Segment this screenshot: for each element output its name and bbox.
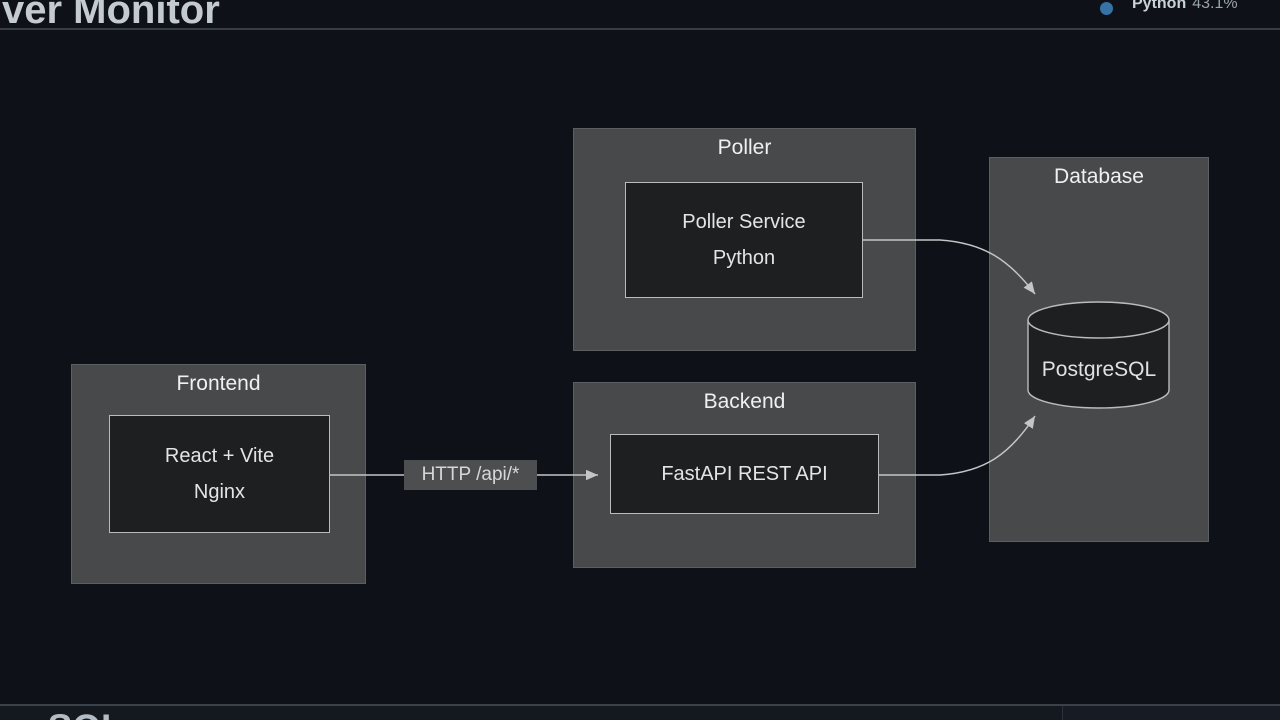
title-divider [0, 28, 1280, 30]
cluster-frontend-title: Frontend [176, 372, 261, 395]
language-percent: 43.1% [1192, 0, 1238, 12]
node-frontend-line1: React + Vite [164, 445, 275, 467]
cluster-database-title: Database [1054, 165, 1144, 188]
page-title-partial: ver Monitor [2, 0, 220, 32]
node-backend-api: FastAPI REST API [610, 434, 879, 514]
cluster-poller-title: Poller [717, 136, 772, 159]
language-dot-icon [1100, 2, 1113, 15]
language-name: Python [1132, 0, 1187, 12]
node-poller-line2: Python [712, 247, 776, 269]
node-poller-service: Poller Service Python [625, 182, 863, 298]
bottom-divider [0, 704, 1280, 706]
node-frontend-app: React + Vite Nginx [109, 415, 330, 533]
language-stat: Python 43.1% [1132, 0, 1238, 14]
bottom-section-band-right [1063, 706, 1280, 720]
node-postgresql-label: PostgreSQL [1041, 358, 1157, 381]
cluster-backend-title: Backend [703, 390, 786, 413]
bottom-column-divider [1062, 706, 1063, 720]
node-frontend-line2: Nginx [193, 481, 246, 503]
bottom-section-band [0, 706, 1280, 720]
node-poller-line1: Poller Service [682, 211, 806, 233]
cluster-database: Database [989, 157, 1209, 542]
bottom-heading-partial: greSQL [0, 708, 124, 720]
edge-label-http-api: HTTP /api/* [404, 460, 537, 490]
node-backend-line1: FastAPI REST API [661, 463, 828, 485]
